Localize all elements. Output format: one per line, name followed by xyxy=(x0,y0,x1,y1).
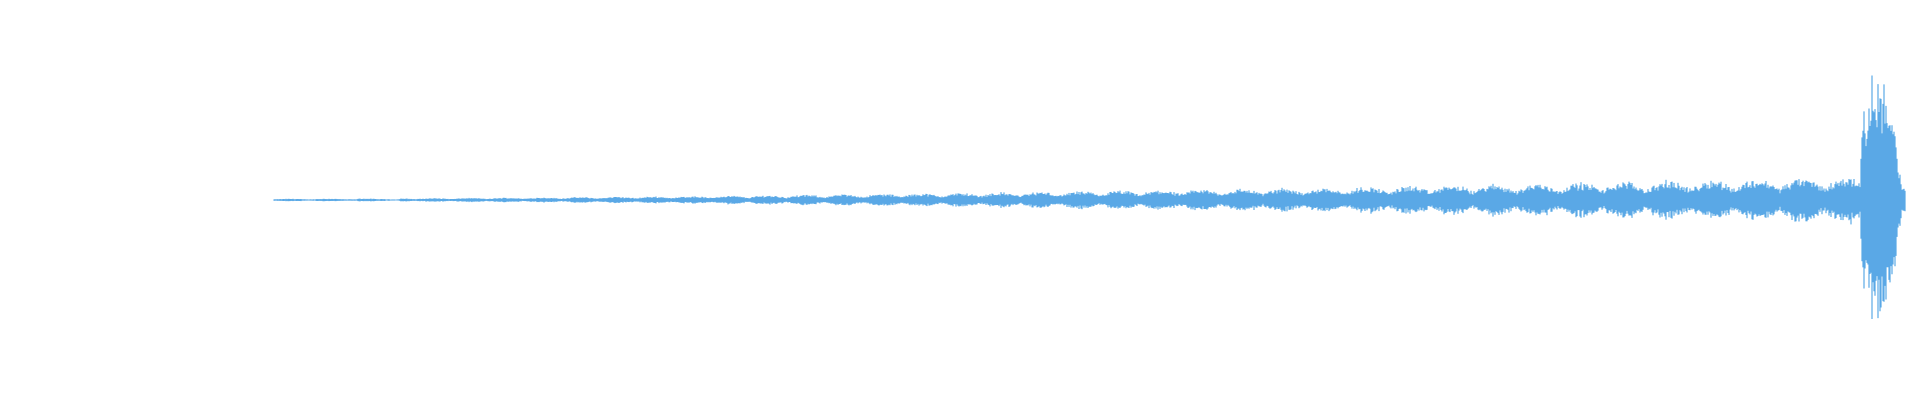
waveform-bars xyxy=(273,75,1906,319)
